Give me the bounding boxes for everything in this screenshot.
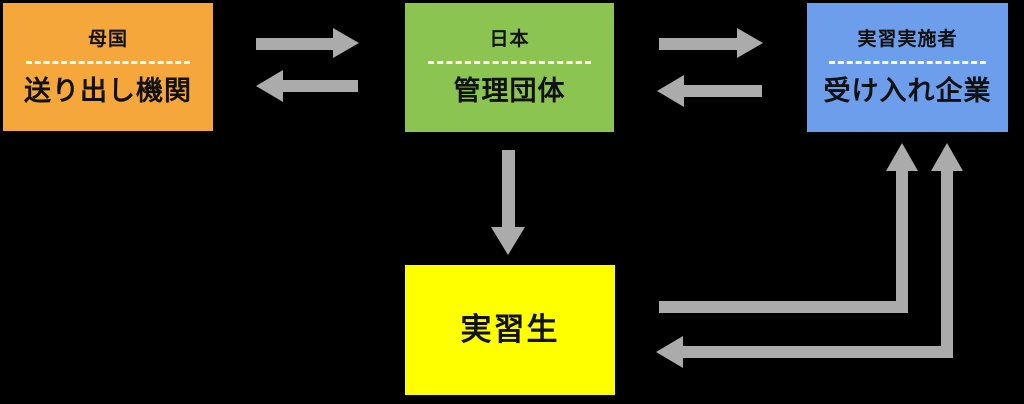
node-name-label: 実習生 bbox=[460, 311, 560, 348]
node-name-label: 送り出し機関 bbox=[24, 75, 192, 107]
dashed-divider bbox=[26, 60, 190, 64]
arrow-supervising-to-sending bbox=[282, 80, 358, 92]
node-accepting-company: 実習実施者 受け入れ企業 bbox=[807, 3, 1008, 132]
arrowhead-right-icon bbox=[333, 28, 359, 58]
arrowhead-right-icon bbox=[737, 28, 763, 58]
node-supervising-organization: 日本 管理団体 bbox=[405, 3, 614, 132]
node-region-label: 母国 bbox=[87, 27, 128, 50]
arrow-sending-to-supervising bbox=[256, 38, 333, 50]
arrowhead-left-icon bbox=[256, 70, 283, 102]
arrow-supervising-to-accepting bbox=[659, 38, 737, 50]
node-sending-organization: 母国 送り出し機関 bbox=[3, 3, 213, 131]
arrowhead-up-icon bbox=[931, 143, 963, 171]
arrowhead-left-icon bbox=[657, 75, 684, 107]
arrowhead-up-icon bbox=[886, 143, 918, 171]
node-region-label: 実習実施者 bbox=[857, 28, 958, 50]
dashed-divider bbox=[829, 61, 986, 64]
arrowhead-down-icon bbox=[491, 227, 525, 255]
node-name-label: 管理団体 bbox=[453, 76, 566, 107]
arrow-trainee-to-accepting bbox=[659, 301, 908, 313]
node-name-label: 受け入れ企業 bbox=[823, 76, 992, 107]
arrow-accepting-to-supervising bbox=[683, 85, 762, 97]
arrowhead-left-icon bbox=[656, 336, 683, 368]
arrow-supervising-to-trainee bbox=[502, 150, 515, 228]
node-region-label: 日本 bbox=[489, 28, 530, 50]
dashed-divider bbox=[427, 61, 591, 64]
node-trainee: 実習生 bbox=[405, 265, 615, 395]
arrow-accepting-trainee-bidirectional bbox=[941, 171, 953, 358]
arrow-accepting-trainee-bidirectional bbox=[683, 346, 953, 358]
arrow-trainee-to-accepting bbox=[896, 171, 908, 313]
